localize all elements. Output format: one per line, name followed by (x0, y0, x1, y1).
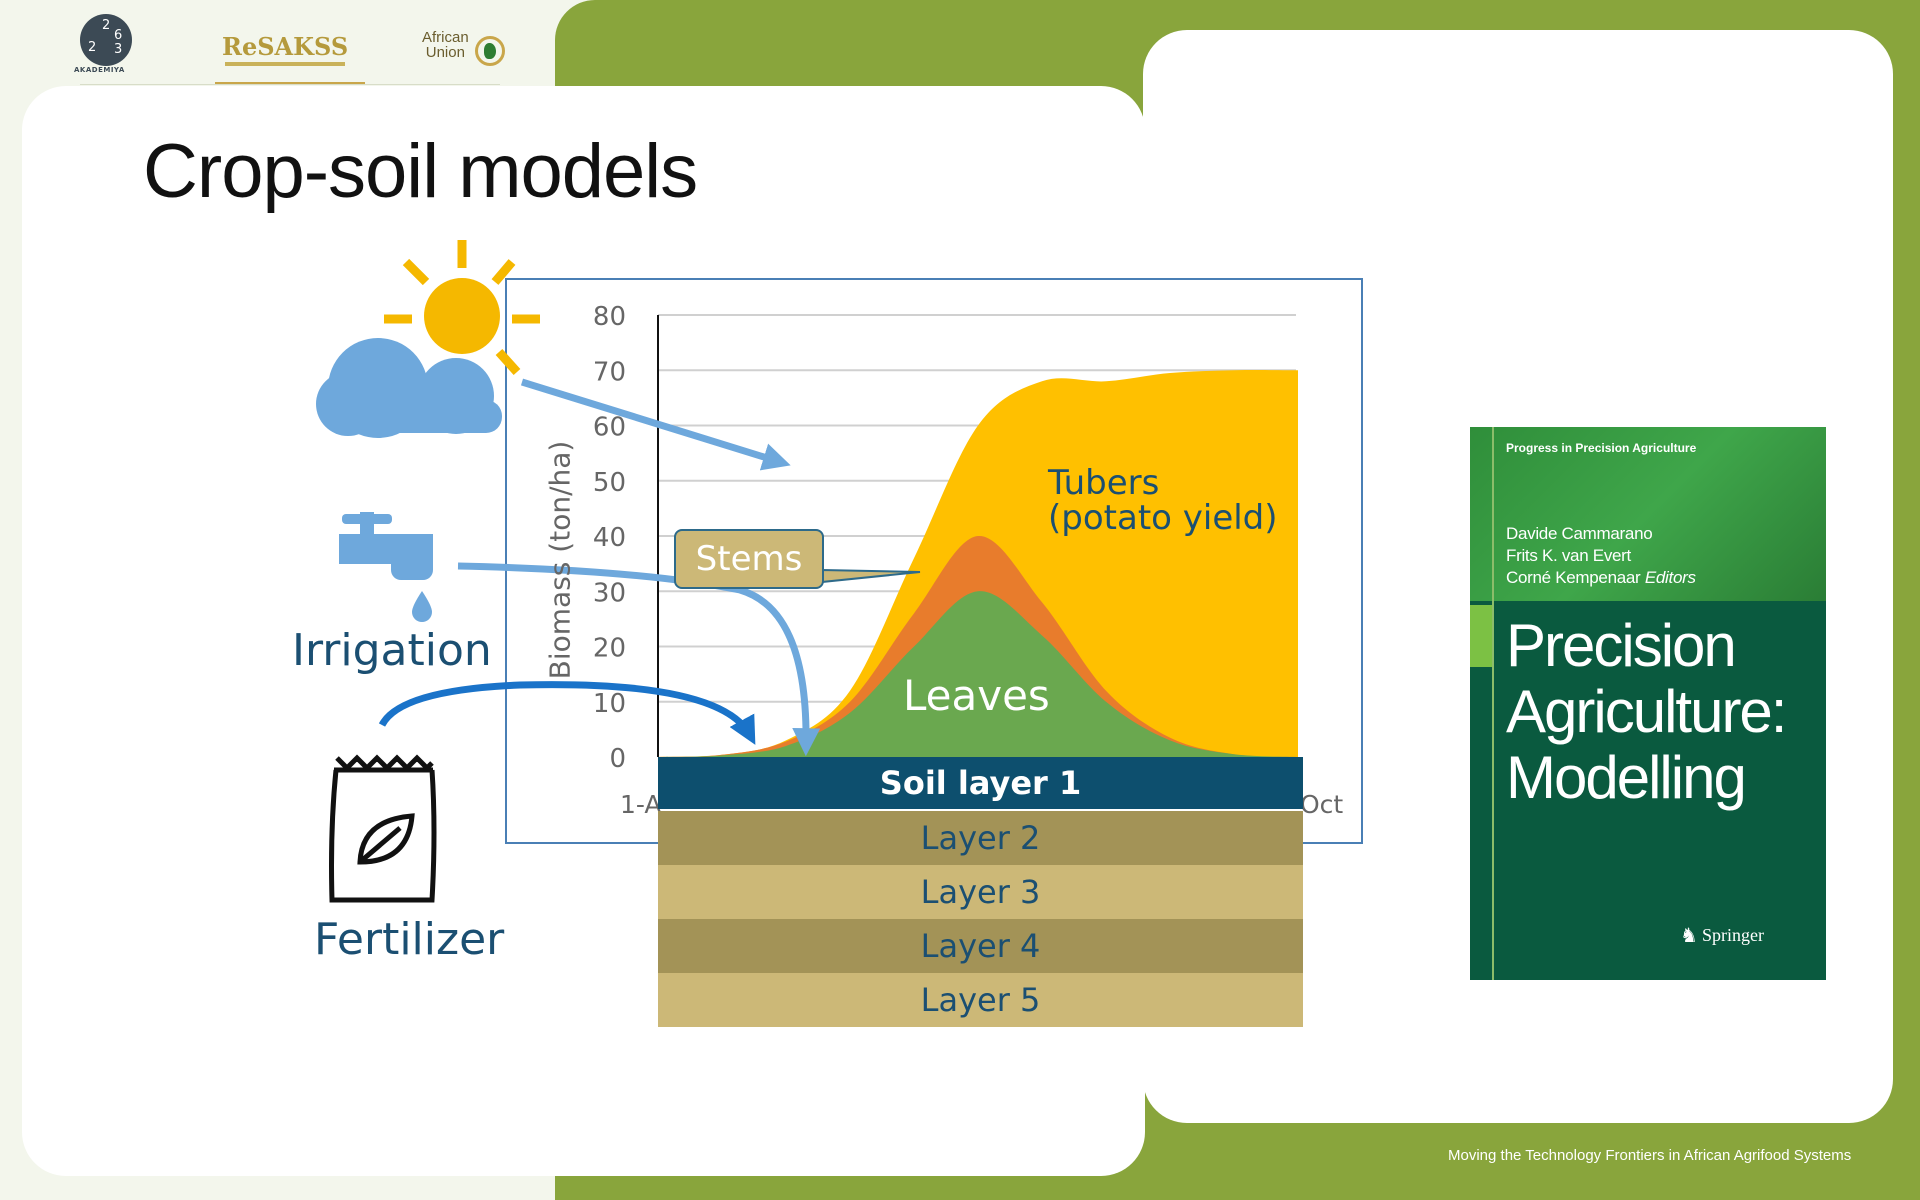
x-tick-label-end: Oct (1300, 790, 1343, 819)
y-tick-label: 40 (593, 523, 626, 553)
book-author: Davide Cammarano (1506, 523, 1696, 545)
springer-logo: ♞ Springer (1702, 925, 1764, 946)
tubers-label: Tubers (potato yield) (1048, 466, 1278, 536)
soil-layer-1: Soil layer 1 (658, 757, 1303, 809)
stems-callout: Stems (674, 529, 824, 589)
springer-horse-icon: ♞ (1680, 923, 1698, 948)
publisher-name: Springer (1702, 925, 1764, 945)
tap-icon (339, 512, 433, 580)
book-authors: Davide Cammarano Frits K. van Evert Corn… (1506, 523, 1696, 589)
irrigation-label: Irrigation (292, 625, 492, 676)
y-tick-label: 70 (593, 357, 626, 387)
y-tick-label: 0 (609, 744, 626, 774)
cloud-icon (316, 338, 502, 438)
water-drop-icon (412, 591, 432, 622)
book-spine-line (1492, 427, 1494, 980)
y-tick-label: 80 (593, 302, 626, 332)
book-title-line: Modelling (1506, 745, 1785, 811)
soil-layer-4: Layer 4 (658, 919, 1303, 973)
leaf-icon (360, 816, 412, 862)
book-author: Frits K. van Evert (1506, 545, 1696, 567)
fertilizer-label: Fertilizer (314, 914, 504, 965)
y-tick-label: 30 (593, 578, 626, 608)
leaves-label: Leaves (903, 671, 1050, 720)
book-title: Precision Agriculture: Modelling (1506, 613, 1785, 811)
tubers-label-line-2: (potato yield) (1048, 501, 1278, 536)
y-tick-label: 60 (593, 413, 626, 443)
y-tick-label: 20 (593, 634, 626, 664)
book-editors-label: Editors (1645, 568, 1696, 587)
book-author-row: Corné Kempenaar Editors (1506, 567, 1696, 589)
footer-text: Moving the Technology Frontiers in Afric… (1448, 1147, 1851, 1164)
fertilizer-arrow (382, 685, 750, 735)
book-title-line: Agriculture: (1506, 679, 1785, 745)
soil-layer-3: Layer 3 (658, 865, 1303, 919)
book-author: Corné Kempenaar (1506, 568, 1640, 587)
y-axis-label: Biomass (ton/ha) (544, 441, 577, 680)
soil-layer-5: Layer 5 (658, 973, 1303, 1027)
y-tick-labels: 0 10 20 30 40 50 60 70 80 (593, 302, 626, 774)
tubers-label-line-1: Tubers (1048, 466, 1278, 501)
y-tick-label: 10 (593, 689, 626, 719)
book-cover: Progress in Precision Agriculture Davide… (1470, 427, 1826, 980)
x-tick-label-start: 1-A (620, 790, 661, 819)
book-series: Progress in Precision Agriculture (1506, 441, 1696, 455)
y-tick-label: 50 (593, 468, 626, 498)
book-title-line: Precision (1506, 613, 1785, 679)
soil-layer-2: Layer 2 (658, 811, 1303, 865)
irrigation-arrow (458, 566, 806, 745)
fertilizer-bag-icon (332, 758, 435, 900)
book-accent-bar (1470, 605, 1492, 667)
